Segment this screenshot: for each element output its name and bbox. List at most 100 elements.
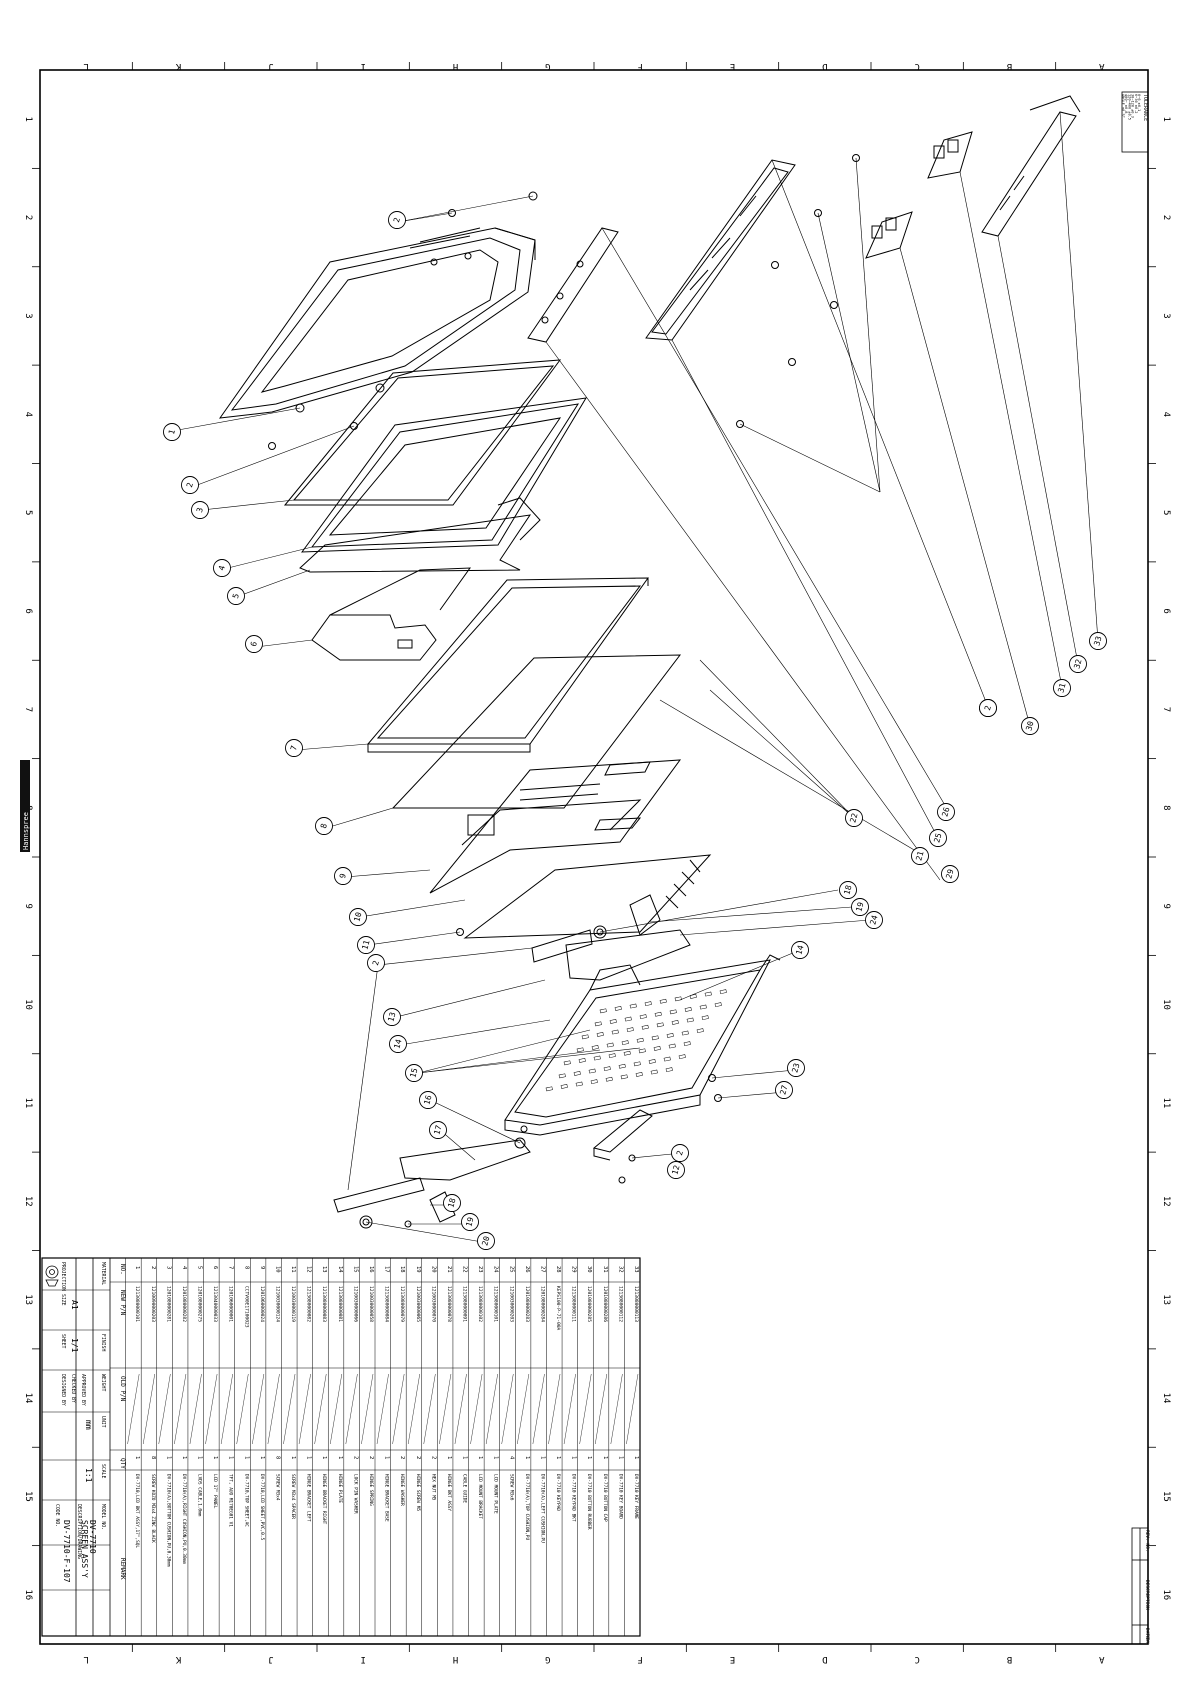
title-block-projection-label: PROJECTION bbox=[60, 1262, 66, 1291]
part-back-sheet-9 bbox=[429, 759, 682, 894]
row-number-7: 7 bbox=[23, 707, 33, 712]
bom-row-part-number: 1210030000119 bbox=[290, 1286, 296, 1322]
bom-row-no: 2 bbox=[150, 1266, 156, 1269]
bom-row-part-number: 1213080000078 bbox=[446, 1286, 452, 1322]
callout-number: 20 bbox=[480, 1235, 491, 1247]
row-number-16: 16 bbox=[1161, 1589, 1171, 1600]
callout-bubble: 18 bbox=[839, 881, 857, 899]
bom-row-no: 23 bbox=[477, 1266, 483, 1273]
bom-row-description: LCD MOUNT BRACKET bbox=[477, 1474, 483, 1519]
bom-row-qty: 2 bbox=[430, 1456, 436, 1459]
screws bbox=[268, 154, 860, 1184]
callouts: 1223456789101121314151617181920212181924… bbox=[163, 211, 1107, 1250]
bom-header-old-pn: OLD P/N bbox=[119, 1376, 126, 1402]
title-block-scale-label: SCALE bbox=[100, 1464, 106, 1479]
bom-row-qty: 4 bbox=[508, 1456, 514, 1460]
column-letter-j: J bbox=[268, 61, 273, 71]
callout-number: 13 bbox=[386, 1011, 397, 1023]
bom-row-qty: 1 bbox=[337, 1456, 343, 1459]
bom-row-no: 29 bbox=[571, 1266, 577, 1273]
column-letter-a: A bbox=[1099, 61, 1105, 71]
bom-row-no: 4 bbox=[181, 1266, 187, 1270]
bom-row-part-number: 1213080000079 bbox=[399, 1286, 405, 1322]
tolerance-row: ANGLE ±0.5° bbox=[1121, 94, 1125, 118]
row-number-6: 6 bbox=[1161, 608, 1171, 613]
bom-row-no: 30 bbox=[586, 1266, 592, 1273]
row-number-13: 13 bbox=[1161, 1294, 1171, 1305]
tolerance-header: TOLERANCE bbox=[1142, 94, 1148, 121]
bom-row-no: 7 bbox=[228, 1266, 234, 1269]
projection-symbol-icon bbox=[45, 1265, 59, 1287]
title-block-sheet-value: 1/1 bbox=[70, 1338, 79, 1353]
tolerance-row: 30~120 ±0.3 bbox=[1131, 94, 1135, 118]
bom-row-no: 17 bbox=[384, 1266, 390, 1273]
bom-row-part-number: 1210030000203 bbox=[508, 1286, 514, 1322]
callout-number: 11 bbox=[360, 939, 371, 951]
bom-row-qty: 2 bbox=[368, 1456, 374, 1459]
row-number-5: 5 bbox=[1161, 510, 1171, 515]
callout-bubble: 26 bbox=[937, 803, 955, 821]
bom-row-no: 10 bbox=[274, 1266, 280, 1273]
column-letter-a: A bbox=[1099, 1654, 1105, 1664]
callout-bubble: 20 bbox=[477, 1232, 495, 1250]
bom-row-no: 14 bbox=[337, 1266, 343, 1273]
bom-row-no: 19 bbox=[415, 1266, 421, 1273]
bom-row-qty: 1 bbox=[633, 1456, 639, 1459]
bom-header-no: NO. bbox=[119, 1264, 126, 1275]
bom-row-part-number: 1201080000281 bbox=[165, 1286, 171, 1322]
row-number-4: 4 bbox=[1161, 412, 1171, 417]
bom-row-part-number: 1210030000070 bbox=[430, 1286, 436, 1322]
title-block-material-label: MATERIAL bbox=[100, 1262, 106, 1285]
bom-row-no: 33 bbox=[633, 1266, 639, 1273]
row-number-7: 7 bbox=[1161, 707, 1171, 712]
callout-bubble: 29 bbox=[941, 865, 959, 883]
bom-row-qty: 8 bbox=[274, 1456, 280, 1459]
bom-row-part-number: 1213080000081 bbox=[337, 1286, 343, 1322]
callout-number: 10 bbox=[352, 911, 363, 923]
row-number-12: 12 bbox=[1161, 1196, 1171, 1207]
bom-row-qty: 1 bbox=[602, 1456, 608, 1459]
column-letter-h: H bbox=[453, 61, 458, 71]
bom-row-description: HINGE PLATE bbox=[337, 1474, 343, 1503]
bom-row-qty: 1 bbox=[493, 1456, 499, 1459]
callout-bubble: 25 bbox=[929, 829, 947, 847]
bom-row-description: DV-7710(A),BOTTOM CUSHION,PU,0.30mm bbox=[165, 1474, 171, 1567]
bom-row-part-number: 1201080000285 bbox=[586, 1286, 592, 1322]
callout-number: 24 bbox=[868, 914, 879, 926]
row-number-2: 2 bbox=[1161, 215, 1171, 220]
bom-row-qty: 1 bbox=[571, 1456, 577, 1459]
bom-row-part-number: 1201060000001 bbox=[228, 1286, 234, 1322]
title-block-approved-label: APPROVED BY bbox=[80, 1374, 86, 1406]
bom-row-qty: 1 bbox=[212, 1456, 218, 1459]
bom-row-description: SCREW M3x4 bbox=[274, 1474, 280, 1501]
callout-number: 2 bbox=[371, 959, 381, 966]
bom-row-description: DV-7710(A),RIGHT CUSHION,PU,0.30mm bbox=[181, 1474, 187, 1564]
callout-number: 5 bbox=[231, 592, 241, 599]
bom-row-description: HINGE BRACKET RIGHT bbox=[321, 1474, 327, 1525]
bom-row-no: 22 bbox=[462, 1266, 468, 1273]
part-lower-bracket bbox=[592, 1109, 653, 1161]
callout-bubble: 7 bbox=[285, 739, 303, 757]
callout-bubble: 30 bbox=[1021, 717, 1039, 735]
bom-row-description: LOCK PIN WASHER bbox=[352, 1474, 358, 1514]
callout-number: 19 bbox=[854, 901, 865, 913]
title-block-model-label: MODEL NO. bbox=[100, 1504, 106, 1530]
bom-row-description: LVDS CABLE,1.0mm bbox=[197, 1474, 203, 1517]
callout-bubble: 10 bbox=[349, 908, 367, 926]
revision-by-label: BY bbox=[1144, 1638, 1150, 1644]
row-number-9: 9 bbox=[23, 903, 33, 908]
callout-bubble: 2 bbox=[671, 1144, 689, 1162]
callout-number: 2 bbox=[675, 1149, 685, 1156]
column-letter-e: E bbox=[730, 61, 735, 71]
row-number-14: 14 bbox=[23, 1393, 33, 1404]
bom-row-part-number: 1201080000283 bbox=[524, 1286, 530, 1322]
bom-row-description: HEX NUT M5 bbox=[430, 1474, 436, 1501]
callout-number: 9 bbox=[338, 872, 348, 879]
title-block-scale-value: 1:1 bbox=[84, 1468, 93, 1483]
exploded-view bbox=[177, 95, 1099, 1244]
row-number-15: 15 bbox=[23, 1491, 33, 1502]
bom-row-description: DV-7710,TOP SHEET,AC bbox=[243, 1474, 249, 1527]
bom-row-qty: 1 bbox=[259, 1456, 265, 1459]
bom-row-no: 24 bbox=[493, 1266, 499, 1273]
bom-row-no: 3 bbox=[165, 1266, 171, 1269]
